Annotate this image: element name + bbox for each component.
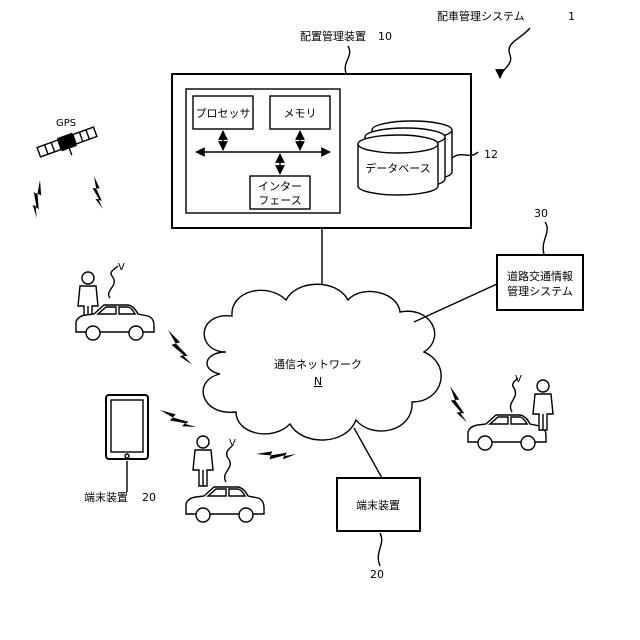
database-ref: 12 xyxy=(484,148,498,161)
terminal-left-ref: 20 xyxy=(142,491,156,504)
smartphone-icon xyxy=(106,395,148,459)
traffic-system-network-link xyxy=(414,284,497,322)
processor-label: プロセッサ xyxy=(196,107,251,120)
interface-label-line1: インター xyxy=(258,180,302,193)
driver-icon xyxy=(533,380,553,430)
management-device-leader xyxy=(345,46,350,73)
vehicle-antenna xyxy=(225,446,232,482)
memory-label: メモリ xyxy=(284,107,317,120)
database-label: データベース xyxy=(365,161,430,175)
driver-icon xyxy=(193,436,213,486)
gps-signal-bolt-left xyxy=(19,180,57,218)
traffic-system-leader xyxy=(543,222,547,254)
terminal-bottom-ref: 20 xyxy=(370,568,384,581)
vehicle-signal-bolt xyxy=(440,386,477,423)
terminal-bottom-leader xyxy=(378,533,381,566)
system-ref: 1 xyxy=(568,10,575,23)
vehicle-signal-bolt xyxy=(256,434,296,474)
database-icon xyxy=(358,121,452,195)
system-label: 配車管理システム xyxy=(437,9,525,23)
traffic-system-label-line1: 道路交通情報 xyxy=(507,269,573,283)
terminal-bottom-label: 端末装置 xyxy=(356,498,400,512)
vehicle-signal-bolt xyxy=(163,330,198,365)
vehicle-car-icon xyxy=(468,415,546,450)
management-device-label: 配置管理装置 xyxy=(300,29,366,43)
terminal-left-label: 端末装置 xyxy=(84,490,128,504)
smartphone-signal-bolt xyxy=(160,400,197,437)
vehicle-ref: V xyxy=(118,262,125,273)
gps-label: GPS xyxy=(56,118,76,129)
management-device-ref: 10 xyxy=(378,30,392,43)
traffic-system-ref: 30 xyxy=(534,207,548,220)
vehicle-ref: V xyxy=(229,438,236,449)
network-label: 通信ネットワーク xyxy=(274,358,362,371)
vehicle-antenna xyxy=(109,266,118,298)
gps-signal-bolt-right xyxy=(82,176,115,209)
traffic-system-label-line2: 管理システム xyxy=(507,284,573,298)
gps-satellite-icon xyxy=(36,125,100,165)
system-ref-arrow xyxy=(500,28,530,78)
terminal-network-link xyxy=(354,428,382,478)
vehicle-car-icon xyxy=(186,487,264,522)
interface-label-line2: フェース xyxy=(258,194,301,207)
network-ref: N xyxy=(314,375,322,388)
vehicle-ref: V xyxy=(515,374,522,385)
